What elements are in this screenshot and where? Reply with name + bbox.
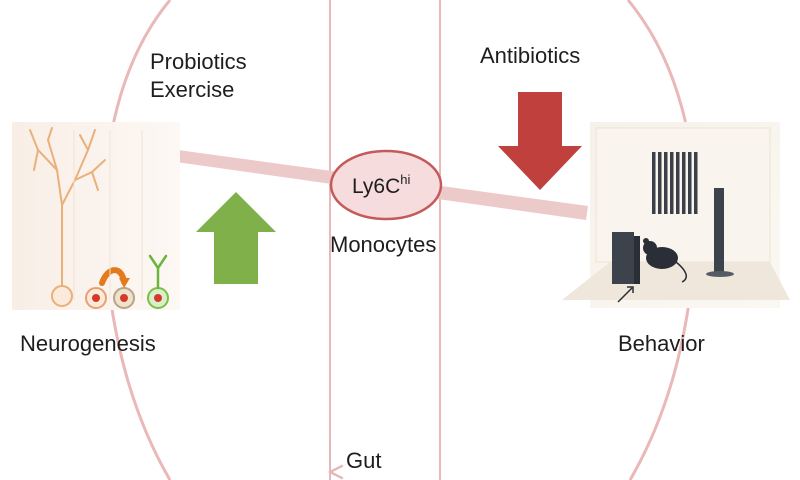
down-arrow-icon [498,92,582,190]
neurogenesis-label: Neurogenesis [20,331,156,356]
intervention-labels: Probiotics Exercise [150,48,247,103]
ly6c-superscript: hi [400,172,411,187]
ly6c-ellipse [329,149,443,221]
monocytes-label: Monocytes [330,232,437,257]
antibiotics-label: Antibiotics [480,43,581,68]
mouse-cage-icon [562,122,790,308]
probiotics-label: Probiotics [150,49,247,74]
ly6c-base: Ly6C [352,175,401,198]
neuron-panel-icon [12,122,180,310]
ly6c-label: Ly6Chi [352,172,410,199]
behavior-label: Behavior [618,331,705,356]
up-arrow-icon [196,192,276,284]
gut-label: Gut [346,448,382,473]
exercise-label: Exercise [150,76,235,102]
